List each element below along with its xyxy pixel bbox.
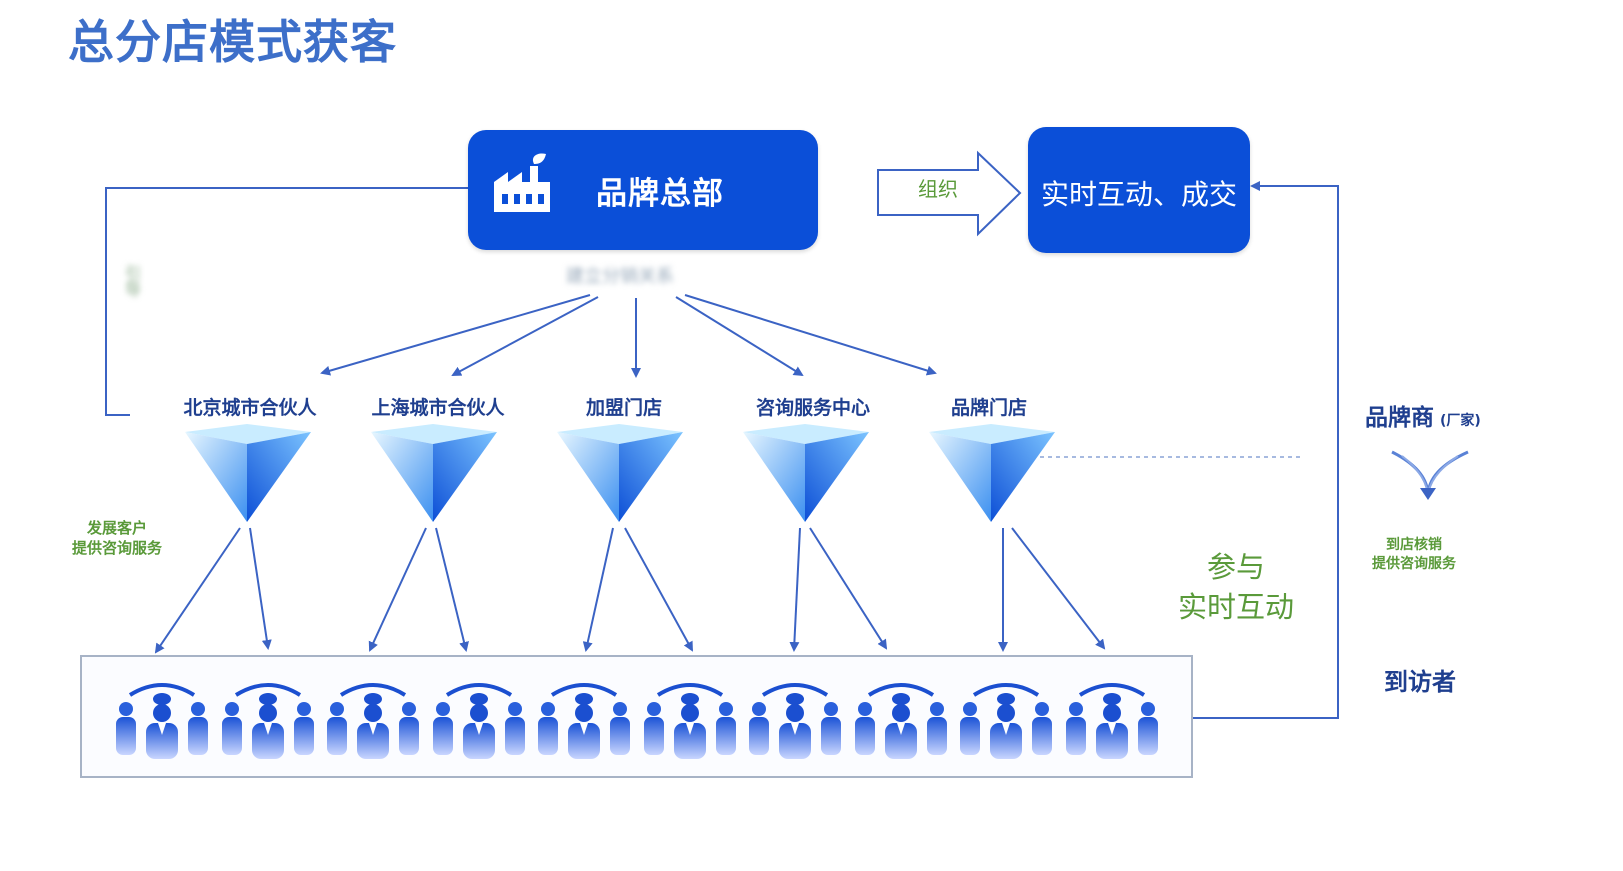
visitors-box (80, 655, 1193, 778)
blurred-relation-text: 建立分销关系 (566, 266, 674, 287)
participate-label: 参与 实时互动 (1178, 547, 1294, 627)
organize-arrow (877, 150, 1022, 237)
visitor-group-icon (854, 683, 947, 759)
funnel-arrow (249, 527, 272, 650)
funnel-icon (743, 424, 869, 522)
funnel-arrow (789, 527, 801, 652)
funnel-arrow (1011, 527, 1106, 650)
develop-customers-label: 发展客户 提供咨询服务 (72, 518, 162, 558)
right-loop-line (1193, 181, 1339, 719)
store-verify-label: 到店核销 提供咨询服务 (1372, 536, 1456, 574)
realtime-label: 实时互动、成交 (1040, 178, 1237, 211)
visitor-group-icon (221, 683, 314, 759)
node-label-brand-store: 品牌门店 (950, 397, 1027, 419)
page-title: 总分店模式获客 (68, 15, 397, 69)
funnel-arrow (435, 527, 469, 652)
factory-icon (494, 153, 550, 212)
funnel-arrow (154, 527, 241, 654)
visitor-group-icon (116, 683, 208, 759)
node-label-consult: 咨询服务中心 (755, 397, 870, 419)
left-loop-line (105, 187, 468, 416)
funnel-icon (185, 424, 311, 522)
node-label-shanghai: 上海城市合伙人 (371, 397, 505, 419)
funnel-arrow (624, 527, 693, 652)
headquarters-box: 品牌总部 (468, 130, 818, 250)
visitor-group-icon (749, 683, 841, 759)
funnel-icon (929, 424, 1055, 522)
hq-arrow-2 (451, 296, 599, 376)
participate-line-1: 参与 (1207, 550, 1266, 584)
realtime-box: 实时互动、成交 (1028, 127, 1250, 253)
develop-line-2: 提供咨询服务 (72, 539, 163, 557)
blurred-side-text: 引导 (122, 265, 141, 297)
visitor-group-icon (960, 683, 1052, 759)
hq-arrow-4 (675, 296, 804, 377)
visitor-label: 到访者 (1384, 668, 1456, 696)
visitor-group-icon (538, 683, 630, 759)
hq-arrow-1 (320, 294, 591, 376)
funnel-arrow (582, 527, 614, 652)
store-line-2: 提供咨询服务 (1372, 556, 1456, 572)
visitor-group-icon (432, 683, 525, 759)
visitor-group-icon (327, 683, 419, 759)
visitor-group-icon (1065, 683, 1158, 759)
hq-arrow-5 (684, 294, 937, 376)
node-label-franchise: 加盟门店 (585, 397, 662, 419)
funnel-icon (371, 424, 497, 522)
funnel-arrow (368, 527, 427, 652)
node-label-beijing: 北京城市合伙人 (183, 397, 317, 419)
brand-label: 品牌商 (厂家) (1365, 398, 1481, 432)
brand-chevron-icon (1391, 450, 1469, 500)
participate-line-2: 实时互动 (1178, 590, 1295, 624)
brand-sub: (厂家) (1440, 413, 1481, 429)
store-line-1: 到店核销 (1386, 537, 1442, 553)
organize-label: 组织 (918, 177, 958, 201)
visitor-group-icon (643, 683, 736, 759)
funnel-arrow (809, 527, 888, 650)
develop-line-1: 发展客户 (87, 519, 148, 537)
brand-name: 品牌商 (1365, 405, 1434, 431)
headquarters-label: 品牌总部 (596, 176, 724, 212)
funnel-icon (557, 424, 683, 522)
